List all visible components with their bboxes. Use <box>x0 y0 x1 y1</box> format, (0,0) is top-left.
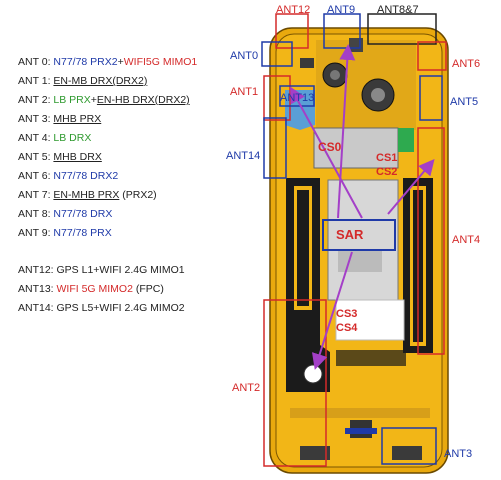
legend-part: ANT 2: <box>18 94 54 106</box>
arrow-to-cs3 <box>311 251 353 370</box>
arrow-to-cs0 <box>337 44 356 219</box>
ant9-label: ANT9 <box>327 4 356 16</box>
ant12-label: ANT12 <box>276 4 311 16</box>
legend-part: ANT12: GPS L1+WIFI 2.4G MIMO1 <box>18 264 185 276</box>
ant0-label: ANT0 <box>230 50 259 62</box>
ant13-box <box>279 85 315 107</box>
arrow-to-cs1 <box>387 158 435 215</box>
ant1-label: ANT1 <box>230 86 259 98</box>
ant14-label: ANT14 <box>226 150 261 162</box>
arrow-to-ant13 <box>290 86 363 219</box>
legend-part: LB DRX <box>53 132 92 144</box>
legend-part: ANT 0: <box>18 56 54 68</box>
shield-cover <box>313 127 399 169</box>
legend-ant2: ANT 2: LB PRX+EN-HB DRX(DRX2) <box>18 94 190 106</box>
ant6-box <box>417 41 447 71</box>
sar-box <box>322 219 396 251</box>
cs1-label: CS1 <box>376 152 398 164</box>
ant4-label: ANT4 <box>452 234 481 246</box>
ant14-box <box>263 117 287 179</box>
legend-ant4: ANT 4: LB DRX <box>18 132 91 144</box>
legend-part: (PRX2) <box>119 189 157 201</box>
legend-part: MHB PRX <box>53 113 102 125</box>
legend-part: ANT 3: <box>18 113 54 125</box>
legend-ant0: ANT 0: N77/78 PRX2+WIFI5G MIMO1 <box>18 56 197 68</box>
ant13-label: ANT13 <box>280 92 315 104</box>
legend-ant12: ANT12: GPS L1+WIFI 2.4G MIMO1 <box>18 264 185 276</box>
ant0-box <box>261 41 293 67</box>
legend-part: ANT 1: <box>18 75 54 87</box>
legend-ant8: ANT 8: N77/78 DRX <box>18 208 112 220</box>
legend-ant13: ANT13: WIFI 5G MIMO2 (FPC) <box>18 283 164 295</box>
ant2-label: ANT2 <box>232 382 261 394</box>
legend-ant3: ANT 3: MHB PRX <box>18 113 101 125</box>
legend-part: LB PRX <box>53 94 91 106</box>
legend-part: + <box>117 56 124 68</box>
legend-part: ANT 5: <box>18 151 54 163</box>
ant87-label: ANT8&7 <box>377 4 419 16</box>
legend-ant5: ANT 5: MHB DRX <box>18 151 102 163</box>
legend-part: N77/78 DRX <box>53 208 113 220</box>
ant5-label: ANT5 <box>450 96 479 108</box>
legend-part: ANT13: <box>18 283 57 295</box>
legend-part: N77/78 DRX2 <box>53 170 119 182</box>
legend-part: EN-MB DRX(DRX2) <box>53 75 148 87</box>
legend-part: ANT 6: <box>18 170 54 182</box>
ant3-label: ANT3 <box>444 448 473 460</box>
legend-part: EN-HB DRX(DRX2) <box>96 94 190 106</box>
legend-part: EN-MHB PRX <box>53 189 120 201</box>
legend-part: ANT 8: <box>18 208 54 220</box>
legend-part: WIFI5G MIMO1 <box>123 56 198 68</box>
legend-part: ANT 9: <box>18 227 54 239</box>
legend-part: ANT14: GPS L5+WIFI 2.4G MIMO2 <box>18 302 185 314</box>
legend-ant14: ANT14: GPS L5+WIFI 2.4G MIMO2 <box>18 302 185 314</box>
legend-part: MHB DRX <box>53 151 102 163</box>
legend-part: + <box>90 94 97 106</box>
ant4-box <box>417 127 445 355</box>
legend-part: (FPC) <box>132 283 164 295</box>
ant6-label: ANT6 <box>452 58 481 70</box>
legend-part: N77/78 PRX2 <box>53 56 118 68</box>
legend-ant9: ANT 9: N77/78 PRX <box>18 227 112 239</box>
legend-ant7: ANT 7: EN-MHB PRX (PRX2) <box>18 189 157 201</box>
legend-part: N77/78 PRX <box>53 227 112 239</box>
ant5-box <box>419 75 443 121</box>
legend-part: ANT 4: <box>18 132 54 144</box>
ant1-box <box>263 75 291 121</box>
ant2-box <box>263 299 327 467</box>
sar-label: SAR <box>336 227 364 242</box>
cs2-label: CS2 <box>376 166 398 178</box>
legend-part: WIFI 5G MIMO2 <box>56 283 133 295</box>
legend-ant1: ANT 1: EN-MB DRX(DRX2) <box>18 75 147 87</box>
ant87-box <box>367 13 437 45</box>
legend-ant6: ANT 6: N77/78 DRX2 <box>18 170 118 182</box>
cs3-label: CS3 <box>336 308 358 320</box>
cs4-label: CS4 <box>336 322 358 334</box>
ant3-box <box>381 427 437 465</box>
legend-part: ANT 7: <box>18 189 54 201</box>
cs0-label: CS0 <box>318 140 342 154</box>
